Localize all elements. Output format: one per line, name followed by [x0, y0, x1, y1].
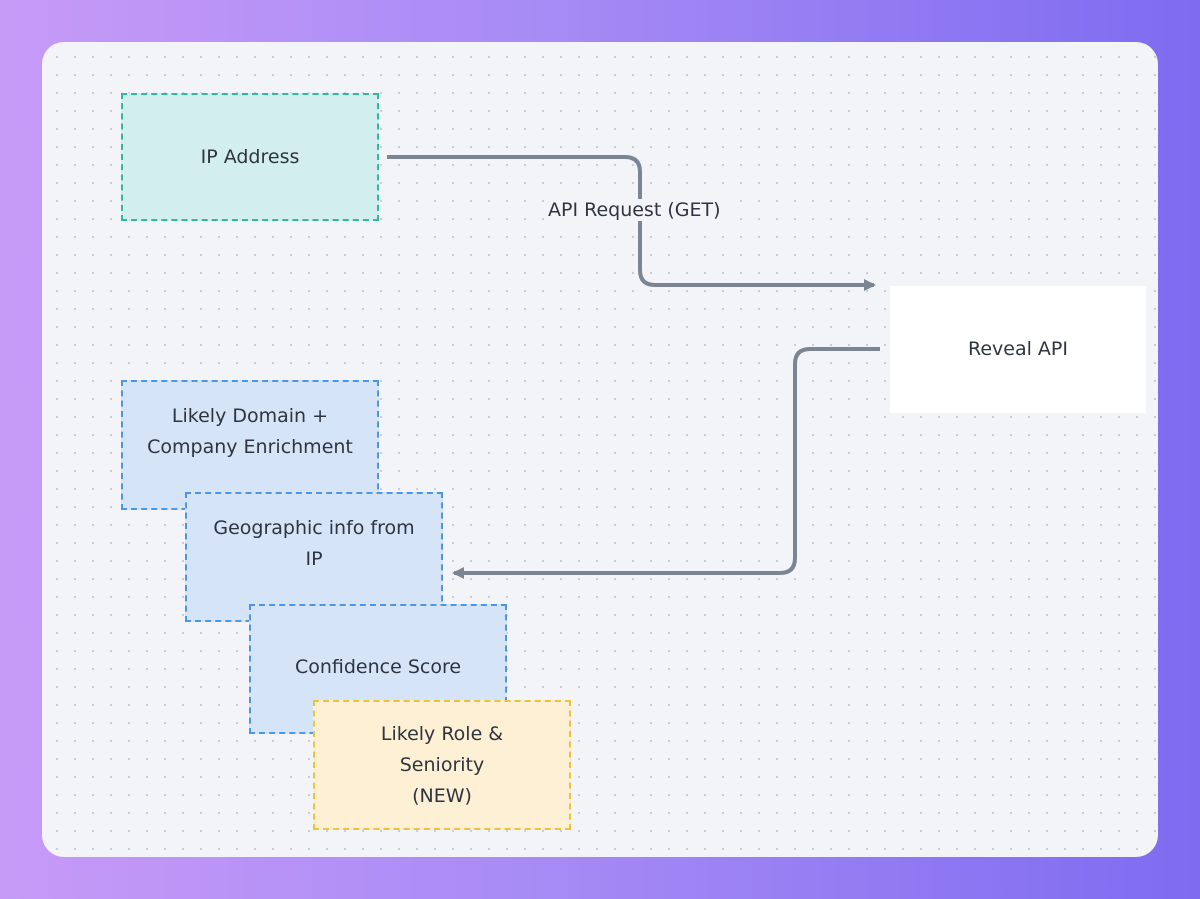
- confidence-score-label: Confidence Score: [294, 655, 462, 678]
- reveal-api-label: Reveal API: [968, 338, 1068, 360]
- geographic-info-node[interactable]: Geographic info from IP: [185, 492, 443, 622]
- api-request-label: API Request (GET): [544, 199, 725, 221]
- request-connector: [387, 155, 876, 291]
- likely-domain-label: Likely Domain + Company Enrichment: [147, 405, 353, 458]
- response-connector: [452, 347, 880, 579]
- diagram-canvas: IP Address API Request (GET) Reveal API …: [42, 42, 1158, 857]
- likely-role-node[interactable]: Likely Role & Seniority (NEW): [313, 700, 571, 830]
- ip-address-node[interactable]: IP Address: [121, 93, 379, 221]
- ip-address-label: IP Address: [200, 145, 300, 168]
- geographic-info-label: Geographic info from IP: [213, 517, 415, 570]
- reveal-api-node[interactable]: Reveal API: [890, 286, 1146, 413]
- connectors: [387, 155, 880, 579]
- likely-role-label: Likely Role & Seniority (NEW): [380, 722, 504, 807]
- likely-domain-node[interactable]: Likely Domain + Company Enrichment: [121, 380, 379, 510]
